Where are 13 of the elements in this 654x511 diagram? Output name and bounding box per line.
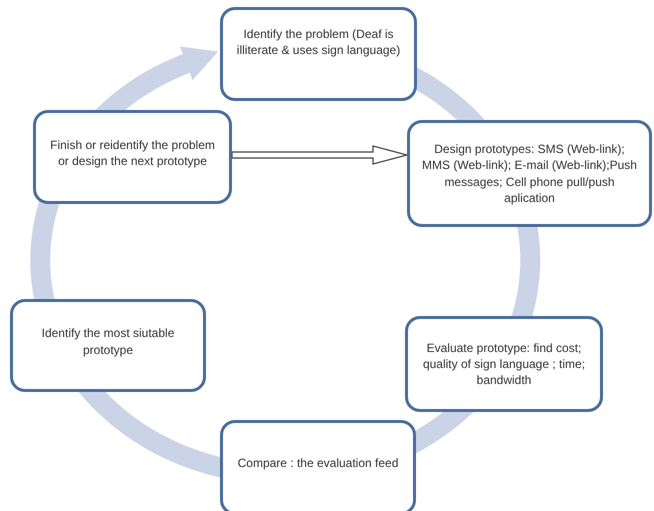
step-text: Finish or reidentify the problem or design the next prototype <box>49 136 216 170</box>
block-arrow <box>231 145 410 165</box>
process-box <box>10 299 206 392</box>
step-text: Compare : the evaluation feed <box>238 455 398 472</box>
step-text: Identify the problem (Deaf is illiterate & uses sign language) <box>236 26 402 58</box>
process-box <box>220 7 417 101</box>
process-box <box>407 120 652 227</box>
step-text: Design prototypes: SMS (Web-link); MMS (Web-link); E-mail (Web-link);Push messages; Cell phone pull/push aplication <box>421 141 638 206</box>
process-box <box>220 420 416 511</box>
step-text: Identify the most siutable prototype <box>40 325 176 358</box>
process-box <box>405 316 603 412</box>
process-box <box>33 110 232 204</box>
step-text: Evaluate prototype: find cost; quality of sign language ; time; bandwidth <box>422 340 586 388</box>
